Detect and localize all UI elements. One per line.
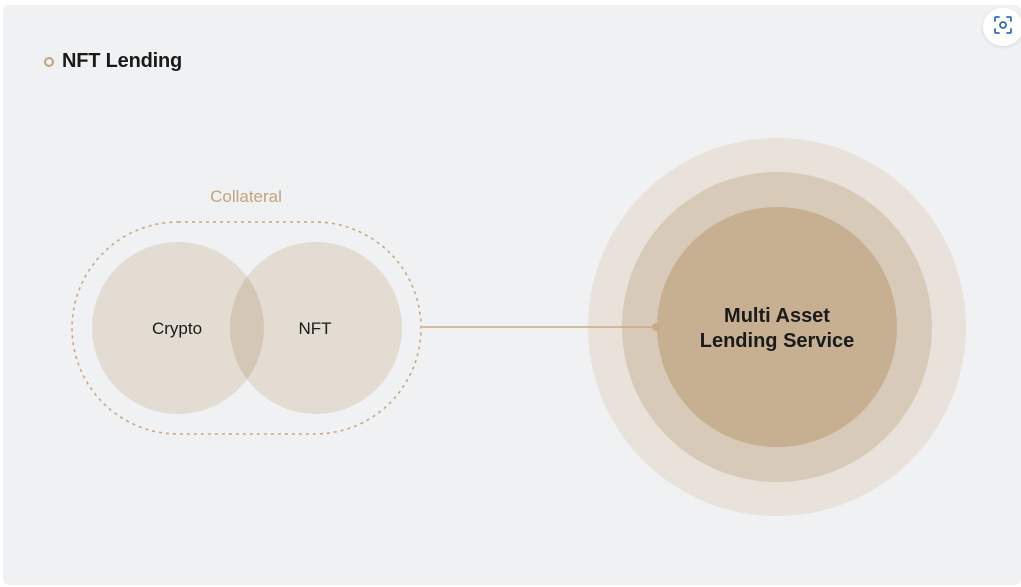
service-ring-inner: [657, 207, 897, 447]
diagram-title: NFT Lending: [62, 50, 182, 72]
nft-label: NFT: [298, 319, 331, 338]
connector-dot: [652, 323, 660, 331]
crypto-label: Crypto: [152, 319, 202, 338]
collateral-label: Collateral: [210, 187, 282, 206]
focus-view-button[interactable]: [983, 8, 1021, 46]
service-label-line1: Multi Asset: [724, 305, 830, 327]
nft-circle: [230, 242, 402, 414]
collateral-boundary: [71, 221, 422, 435]
diagram-header: NFT Lending: [44, 50, 182, 73]
diagram-canvas: NFT Lending Collateral Crypto NFT Multi …: [3, 5, 1021, 585]
lending-diagram: Collateral Crypto NFT Multi Asset Lendin…: [71, 138, 966, 516]
service-label-line2: Lending Service: [700, 330, 855, 352]
title-bullet-icon: [44, 56, 54, 67]
focus-scan-icon: [993, 15, 1013, 40]
crypto-circle: [92, 242, 264, 414]
